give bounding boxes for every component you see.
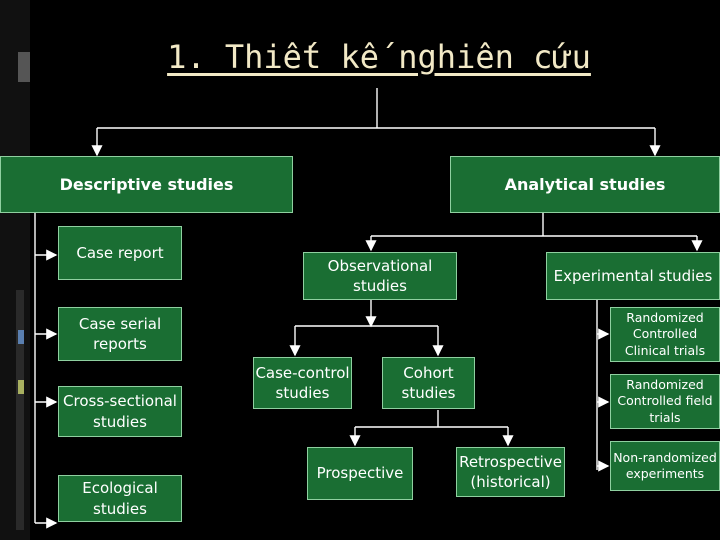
observational-studies-box: Observational studies [303, 252, 457, 300]
left-accent-dot-2 [18, 380, 24, 394]
retrospective-box: Retrospective (historical) [456, 447, 565, 497]
left-accent-bar [16, 290, 24, 530]
ecological-studies-box: Ecological studies [58, 475, 182, 522]
page-title: 1. Thiết kế nghiên cứu [167, 38, 591, 76]
randomized-controlled-field-trials-box: Randomized Controlled field trials [610, 374, 720, 429]
descriptive-studies-box: Descriptive studies [0, 156, 293, 213]
prospective-box: Prospective [307, 447, 413, 500]
case-report-box: Case report [58, 226, 182, 280]
case-control-studies-box: Case-control studies [253, 357, 352, 409]
randomized-controlled-clinical-trials-box: Randomized Controlled Clinical trials [610, 307, 720, 362]
case-serial-reports-box: Case serial reports [58, 307, 182, 361]
cohort-studies-box: Cohort studies [382, 357, 475, 409]
left-marker-block [18, 52, 30, 82]
left-dark-stripe [0, 0, 30, 540]
analytical-studies-box: Analytical studies [450, 156, 720, 213]
non-randomized-experiments-box: Non-randomized experiments [610, 441, 720, 491]
left-accent-dot-1 [18, 330, 24, 344]
experimental-studies-box: Experimental studies [546, 252, 720, 300]
cross-sectional-studies-box: Cross-sectional studies [58, 386, 182, 437]
